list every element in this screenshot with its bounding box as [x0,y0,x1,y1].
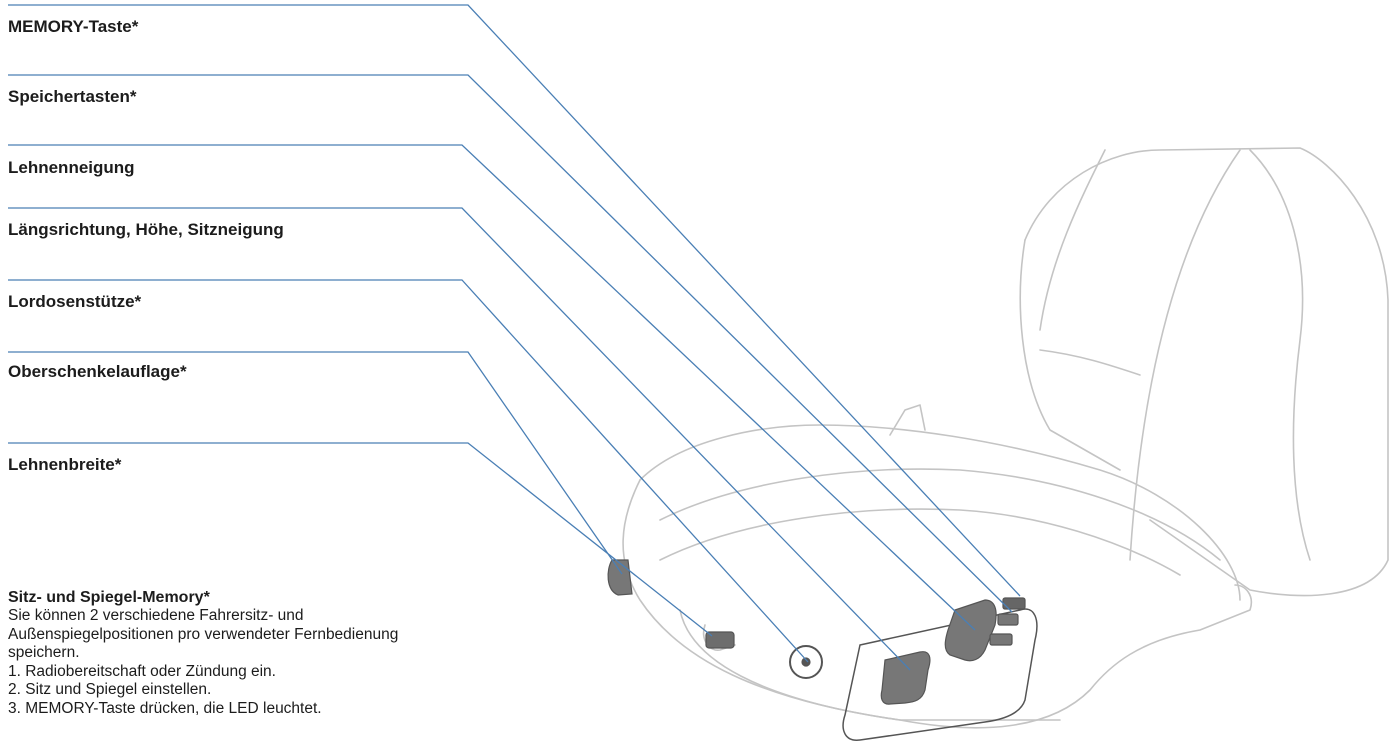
leader-line-speichertasten [8,75,1012,612]
memory-step: 3. MEMORY-Taste drücken, die LED leuchte… [8,700,428,719]
leader-line-oberschenkelauflage [8,352,622,574]
leader-line-memory-taste [8,5,1020,596]
oberschenkel-lever-icon [608,560,632,595]
memory-slot-2-icon [990,634,1012,645]
memory-slot-1-icon [998,614,1018,625]
memory-steps: 1. Radiobereitschaft oder Zündung ein. 2… [8,663,428,719]
seat-backrest-outline [1025,148,1388,596]
seat-backrest-edge [1250,150,1310,560]
memory-heading: Sitz- und Spiegel-Memory* [8,588,428,607]
seat-controls [608,560,1037,740]
seat-backrest-inner-left [1040,150,1105,330]
memory-step: 2. Sitz und Spiegel einstellen. [8,681,428,700]
seat-adjust-switch-icon [881,652,930,704]
seat-cushion-inner [660,509,1180,575]
leader-lines [8,5,1020,670]
seat-backrest-inner-right [1130,150,1240,560]
memory-step: 1. Radiobereitschaft oder Zündung ein. [8,663,428,682]
memory-instructions: Sitz- und Spiegel-Memory* Sie können 2 v… [8,588,428,718]
seat-backrest-seam [1040,350,1140,375]
memory-intro: Sie können 2 verschiedene Fahrersitz- un… [8,607,428,663]
memory-button-icon [1003,598,1025,609]
leader-line-lehnenneigung [8,145,975,630]
seat-cushion-top [640,425,1240,600]
